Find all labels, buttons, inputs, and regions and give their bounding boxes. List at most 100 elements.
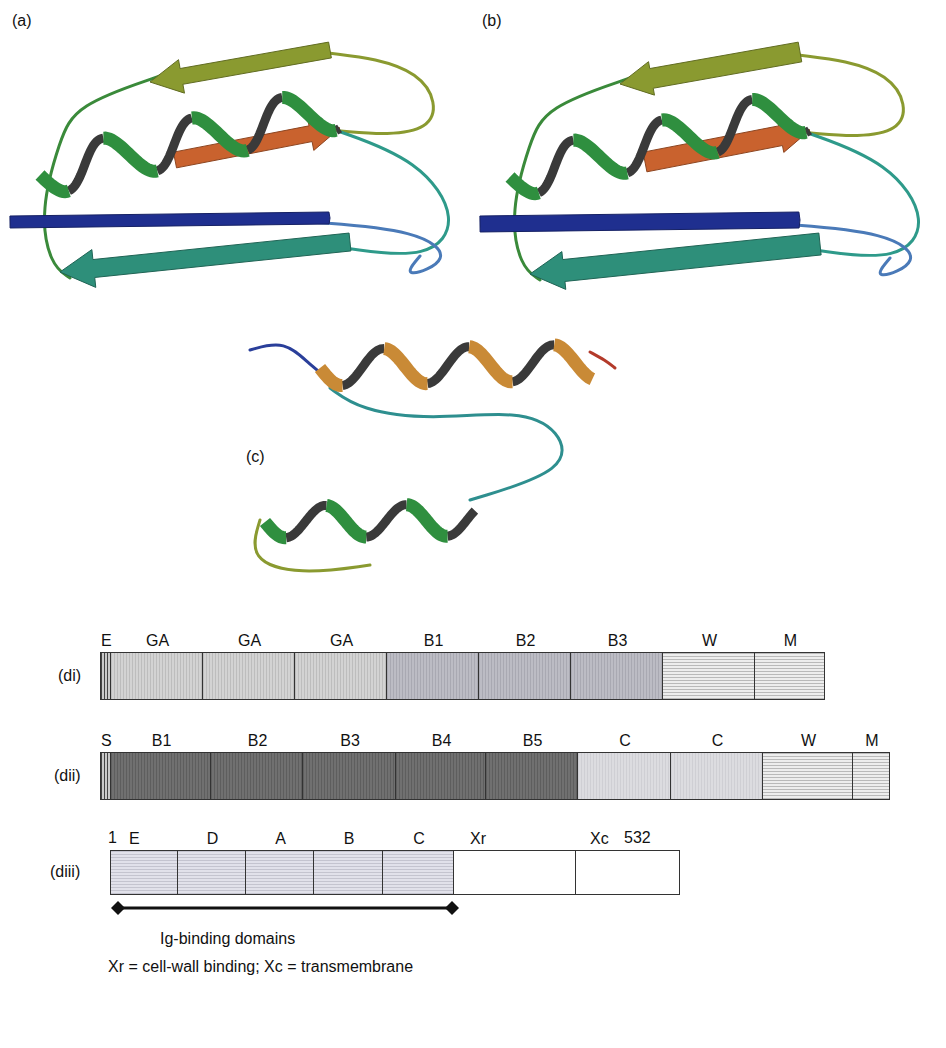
loop — [330, 388, 562, 500]
loop — [590, 352, 615, 368]
alpha-helix — [157, 118, 192, 171]
alpha-helix — [427, 347, 469, 384]
alpha-helix — [69, 138, 104, 191]
diamond-end — [111, 901, 125, 915]
domain-name: D — [207, 830, 219, 848]
alpha-helix — [510, 177, 539, 194]
domain-name: GA — [146, 632, 169, 650]
domain-name: A — [275, 830, 286, 848]
domain-name: GA — [330, 632, 353, 650]
alpha-helix — [512, 345, 554, 382]
domain-name: B1 — [152, 732, 172, 750]
domain-name: B3 — [340, 732, 360, 750]
domain-name: E — [101, 632, 112, 650]
beta-strand — [480, 212, 800, 232]
range-line — [118, 907, 452, 910]
domain-name: S — [101, 732, 112, 750]
domain-segment: Xc — [575, 850, 680, 895]
domain-name: B3 — [608, 632, 628, 650]
domain-segment: E — [110, 850, 178, 895]
domain-segment: C — [382, 850, 454, 895]
alpha-helix — [336, 128, 339, 130]
domain-segment: D — [177, 850, 246, 895]
figure-label: (b) — [482, 12, 502, 30]
domain-segment: B4 — [395, 752, 486, 800]
domain-segment: GA — [110, 652, 203, 700]
figure-label: 1 — [108, 829, 117, 847]
alpha-helix — [282, 98, 336, 131]
alpha-helix — [248, 98, 283, 151]
domain-name: B1 — [424, 632, 444, 650]
alpha-helix — [752, 100, 806, 133]
beta-strand — [150, 42, 331, 93]
figure-label: (di) — [58, 667, 81, 685]
alpha-helix — [286, 505, 326, 537]
domain-segment: B2 — [478, 652, 571, 700]
domain-segment: B2 — [210, 752, 303, 800]
domain-name: Xr — [470, 830, 486, 848]
alpha-helix — [384, 349, 427, 384]
alpha-helix — [407, 505, 448, 537]
domain-name: B5 — [523, 732, 543, 750]
loop — [790, 54, 903, 135]
figure-label: (diii) — [50, 863, 80, 881]
figure-label: Ig-binding domains — [160, 930, 295, 948]
domain-segment: M — [852, 752, 890, 800]
alpha-helix — [573, 140, 627, 173]
domain-segment: B1 — [110, 752, 211, 800]
alpha-helix — [342, 349, 384, 386]
loop — [335, 130, 449, 254]
domain-name: W — [801, 732, 816, 750]
domain-segment: C — [577, 752, 671, 800]
alpha-helix — [806, 130, 809, 132]
domain-segment: B3 — [570, 652, 663, 700]
domain-segment: W — [762, 752, 853, 800]
alpha-helix — [192, 118, 248, 151]
gb1-structure — [480, 42, 919, 289]
domain-segment: GA — [202, 652, 295, 700]
domain-segment: B5 — [485, 752, 578, 800]
domain-name: B4 — [432, 732, 452, 750]
figure-label: (c) — [246, 448, 265, 466]
alpha-helix — [469, 347, 512, 382]
domain-name: W — [702, 632, 717, 650]
loop — [515, 78, 630, 280]
alpha-helix — [539, 140, 574, 193]
domain-segment: B1 — [386, 652, 479, 700]
alpha-helix — [718, 100, 753, 153]
alpha-helix — [320, 368, 342, 386]
domain-segment: B3 — [302, 752, 396, 800]
domain-name: M — [865, 732, 878, 750]
alpha-helix — [366, 505, 406, 537]
figure-label: (dii) — [54, 767, 81, 785]
domain-name: M — [784, 632, 797, 650]
domain-segment: C — [670, 752, 763, 800]
domain-segment: GA — [294, 652, 387, 700]
figure-label: 532 — [624, 829, 651, 847]
protein-a-structure — [250, 345, 615, 571]
domain-segment: W — [662, 652, 755, 700]
protein-structures — [0, 0, 946, 620]
domain-name: GA — [238, 632, 261, 650]
beta-strand — [60, 233, 351, 287]
domain-name: C — [619, 732, 631, 750]
domain-name: B2 — [516, 632, 536, 650]
loop — [320, 52, 433, 133]
figure-label: Xr = cell-wall binding; Xc = transmembra… — [108, 958, 413, 976]
domain-segment: M — [754, 652, 825, 700]
beta-strand — [530, 233, 821, 289]
alpha-helix — [627, 120, 662, 173]
alpha-helix — [554, 345, 592, 379]
domain-name: C — [413, 830, 425, 848]
beta-strand — [10, 212, 330, 228]
alpha-helix — [265, 522, 286, 538]
domain-segment: A — [245, 850, 314, 895]
alpha-helix — [327, 505, 367, 537]
loop — [805, 132, 919, 256]
alpha-helix — [448, 511, 475, 537]
figure-label: (a) — [12, 12, 32, 30]
beta-strand — [620, 42, 802, 95]
domain-segment: Xr — [453, 850, 576, 895]
domain-name: E — [129, 830, 140, 848]
